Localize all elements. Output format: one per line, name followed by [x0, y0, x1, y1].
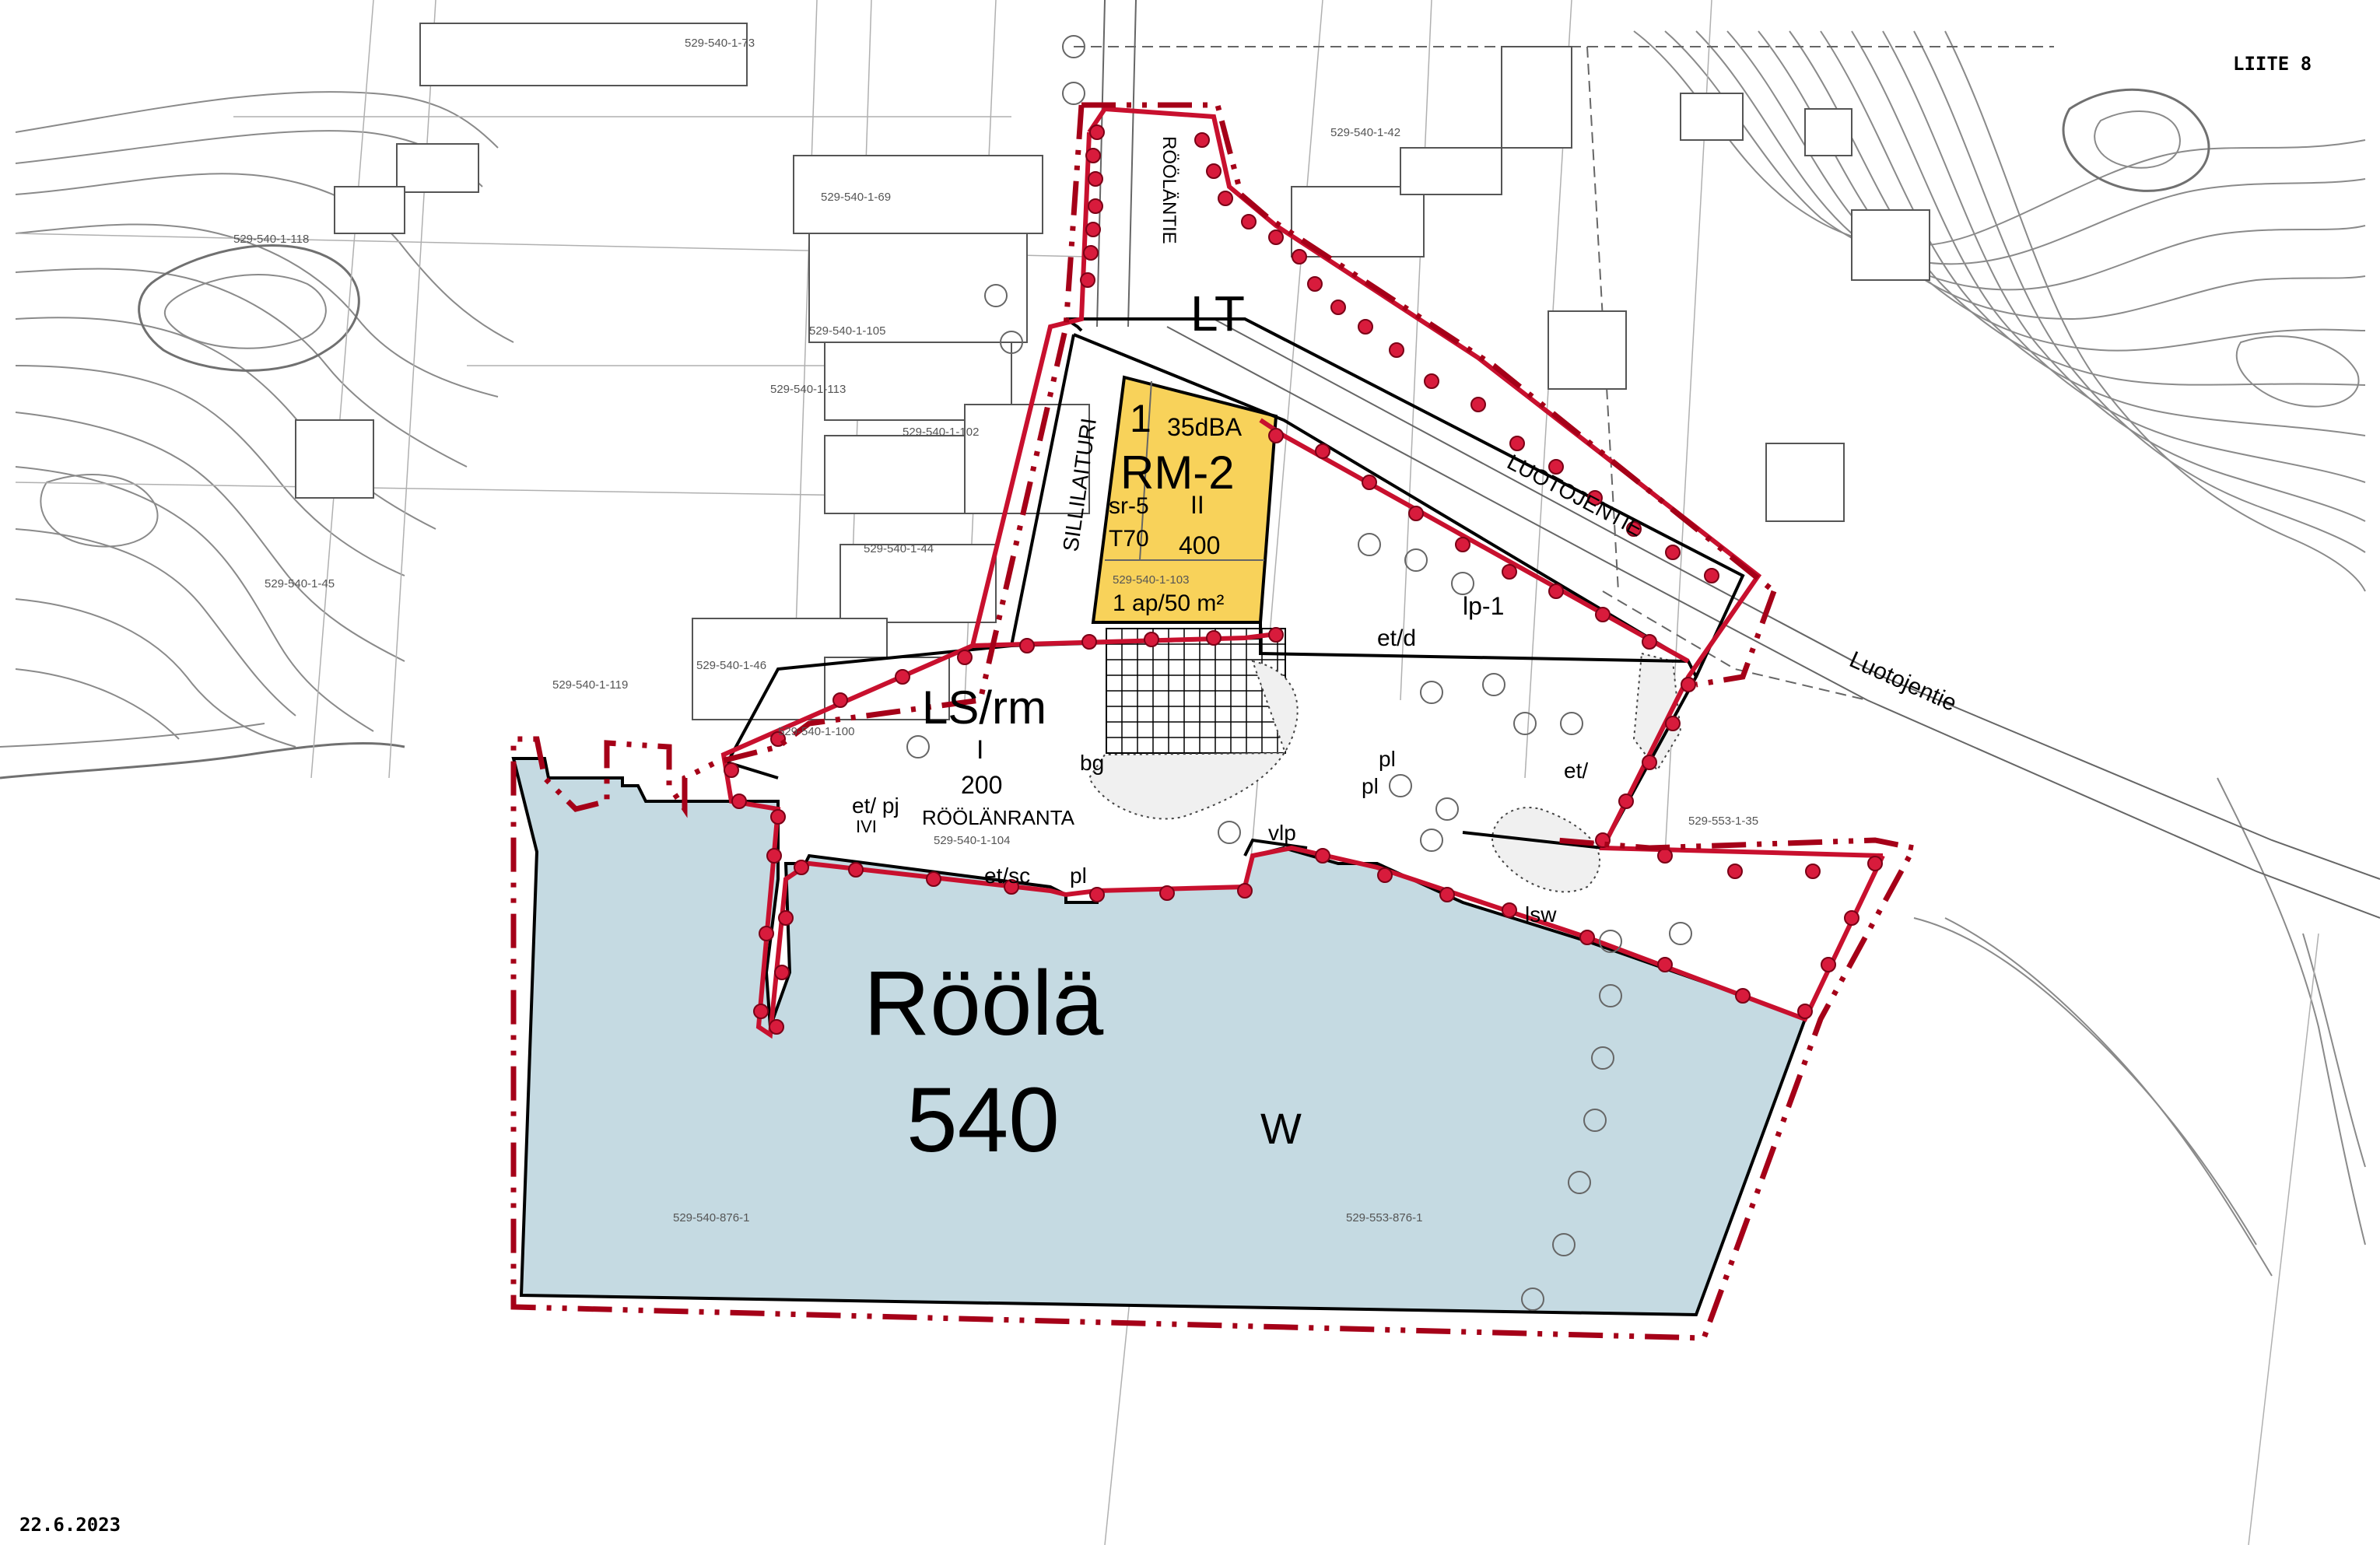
area-number: 540 — [906, 1069, 1060, 1172]
parcel-id: 529-540-1-105 — [809, 324, 885, 338]
street-luotojentie-lower: Luotojentie — [1845, 646, 1961, 716]
building — [808, 233, 1028, 343]
zone-lsrm-floors: I — [976, 735, 983, 765]
buildings — [295, 23, 1930, 720]
building — [1765, 443, 1845, 522]
parcel-id: 529-540-1-102 — [903, 426, 979, 439]
dotted-area — [1088, 660, 1299, 820]
parcel-id: 529-540-1-100 — [778, 725, 854, 738]
annotation-pl: pl — [1070, 864, 1087, 888]
rm2-noise-label: 35dBA — [1167, 413, 1243, 441]
street-roolanranta: RÖÖLÄNRANTA — [922, 806, 1075, 829]
rm2-block-number: 1 — [1130, 397, 1151, 440]
building — [396, 143, 479, 193]
parcel-id: 529-553-876-1 — [1346, 1211, 1422, 1224]
parcel-id: 529-540-1-113 — [770, 383, 846, 396]
zone-lsrm-area: 200 — [961, 771, 1002, 799]
annotation-bg: bg — [1080, 751, 1104, 775]
parcel-id: 529-540-876-1 — [673, 1211, 749, 1224]
annotation-vlp: vlp — [1268, 821, 1296, 845]
building — [419, 23, 748, 86]
parcel-id: 529-540-1-104 — [934, 834, 1010, 847]
rm2-floors-label: II — [1190, 491, 1204, 519]
tree-symbols — [906, 35, 1692, 1311]
rm2-sr-label: sr-5 — [1109, 493, 1149, 519]
topography-contours-right — [1633, 30, 2366, 1277]
annotation-et-pj: et/ pj — [852, 794, 899, 818]
building — [1501, 46, 1572, 149]
plan-area-boundary — [510, 102, 1919, 1341]
annotation-et-sc: et/sc — [984, 864, 1030, 888]
building — [839, 544, 997, 623]
annotation-pl: pl — [1379, 747, 1396, 771]
annotation-lsw: lsw — [1525, 902, 1557, 927]
building — [1400, 147, 1502, 195]
rm2-area-label: 400 — [1179, 531, 1220, 559]
area-name: Röölä — [864, 952, 1104, 1055]
zone-water-label: W — [1260, 1104, 1302, 1153]
dotted-area — [1632, 652, 1682, 772]
parcel-id: 529-540-1-44 — [864, 542, 934, 555]
building — [1851, 209, 1930, 281]
zone-lsrm-label: LS/rm — [922, 681, 1046, 734]
street-luotojentie-upper: LUOTOJENTIE — [1503, 450, 1646, 541]
parcel-id: 529-540-1-119 — [552, 678, 628, 692]
square-grid-area — [1106, 628, 1286, 754]
zone-lp1-label: lp-1 — [1463, 592, 1504, 620]
building — [295, 419, 374, 499]
building — [1804, 108, 1852, 156]
parcel-id: 529-540-1-69 — [821, 191, 891, 204]
water-area-w — [511, 757, 1807, 1317]
dotted-area — [1491, 807, 1601, 893]
building — [824, 435, 966, 514]
parcel-id: 529-553-1-35 — [1688, 815, 1758, 828]
boundary-dots — [724, 124, 1883, 1035]
parcel-id: 529-540-1-73 — [685, 37, 755, 50]
zone-lt-label: LT — [1190, 286, 1245, 342]
rm2-t-label: T70 — [1109, 526, 1149, 552]
parcel-id: 529-540-1-42 — [1330, 126, 1400, 139]
annotation-et: et/ — [1564, 758, 1588, 783]
rm2-code-label: RM-2 — [1120, 447, 1235, 499]
parcel-id: 529-540-1-118 — [233, 233, 309, 246]
parcel-id: 529-540-1-46 — [696, 659, 766, 672]
annotation-et-d: et/d — [1377, 625, 1416, 651]
parcel-id: 529-540-1-103 — [1113, 573, 1189, 587]
building — [793, 155, 1043, 234]
annotation-ivi: IVI — [856, 817, 877, 836]
building — [1548, 310, 1627, 390]
building — [1680, 93, 1744, 141]
parcel-id: 529-540-1-45 — [265, 577, 335, 590]
annotation-pl: pl — [1362, 774, 1379, 798]
attachment-label: LIITE 8 — [2233, 53, 2312, 75]
topography-contours-left — [0, 91, 514, 780]
building — [334, 186, 405, 234]
street-roolantie: RÖÖLÄNTIE — [1158, 136, 1179, 244]
date-label: 22.6.2023 — [19, 1514, 121, 1536]
rm2-parking-label: 1 ap/50 m² — [1113, 590, 1224, 616]
